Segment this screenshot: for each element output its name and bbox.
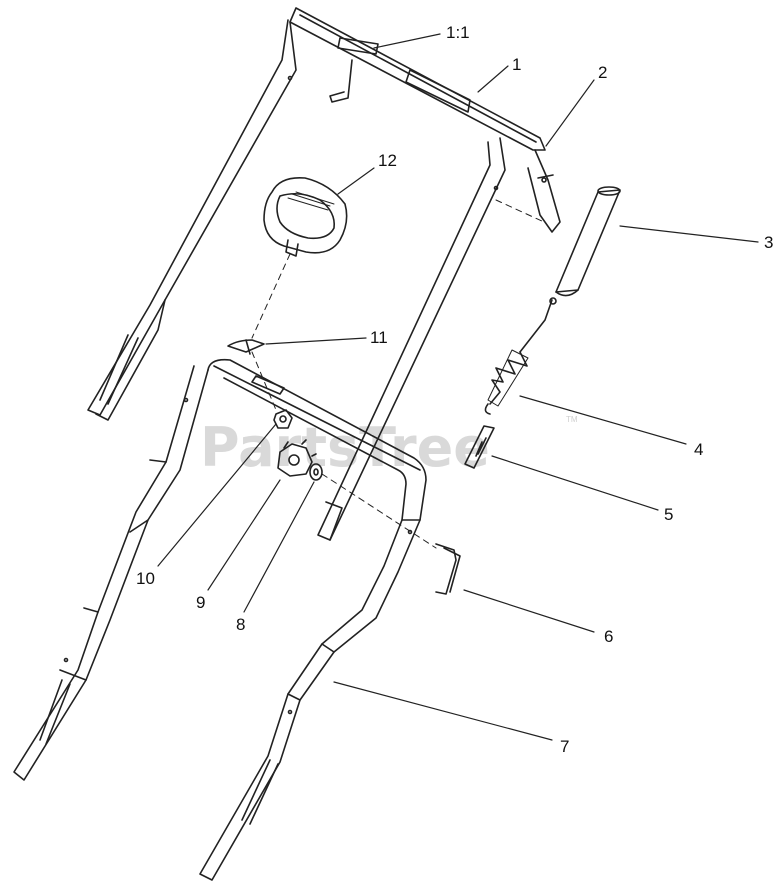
leader-lines — [157, 33, 759, 741]
cable-clip-part-6[interactable] — [435, 543, 461, 595]
grip-part-3[interactable] — [555, 186, 621, 297]
lower-handle-part-7[interactable] — [13, 358, 427, 881]
callout-7: 7 — [560, 737, 569, 756]
callout-11: 11 — [370, 328, 388, 347]
watermark-tm: TM — [566, 415, 578, 424]
callout-labels: 1:1 1 2 12 3 11 4 5 10 9 8 6 7 — [136, 23, 773, 756]
nut-part-10[interactable] — [273, 409, 293, 429]
cable-part-4-wire — [519, 297, 557, 353]
washer-part-8[interactable] — [309, 463, 323, 481]
callout-3: 3 — [764, 233, 773, 252]
bail-lever-part-2[interactable] — [527, 149, 561, 233]
assembly-dashed-lines — [251, 199, 545, 549]
watermark-text: PartsTree — [200, 416, 490, 479]
clip-part-5[interactable] — [464, 425, 495, 469]
callout-12: 12 — [378, 151, 397, 170]
callout-9: 9 — [196, 593, 205, 612]
clip-part-11[interactable] — [227, 339, 265, 355]
callout-1: 1 — [512, 55, 521, 74]
callout-1-1: 1:1 — [446, 23, 470, 42]
callout-4: 4 — [694, 440, 703, 459]
callout-5: 5 — [664, 505, 673, 524]
callout-6: 6 — [604, 627, 613, 646]
upper-handle-part-1[interactable] — [87, 7, 546, 541]
spring-part-4[interactable] — [484, 349, 529, 415]
knob-part-9[interactable] — [277, 439, 317, 477]
callout-10: 10 — [136, 569, 155, 588]
handle-knob-part-12[interactable] — [263, 176, 348, 257]
callout-8: 8 — [236, 615, 245, 634]
callout-2: 2 — [598, 63, 607, 82]
